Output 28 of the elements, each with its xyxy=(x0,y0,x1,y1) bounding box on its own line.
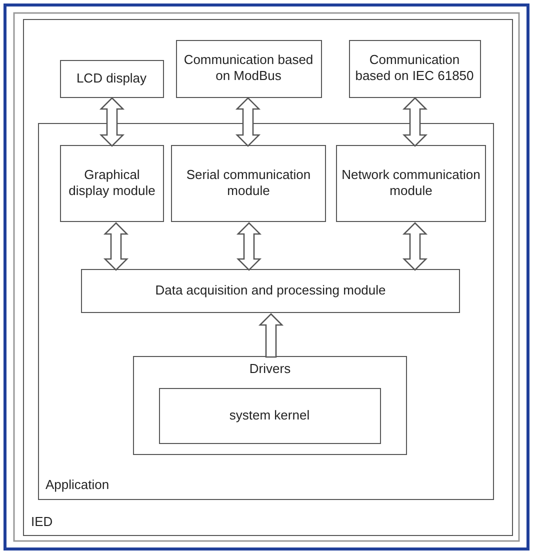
node-label: LCD display xyxy=(75,70,148,87)
process-box xyxy=(348,40,480,98)
process-box xyxy=(81,269,460,313)
process-box xyxy=(336,145,486,222)
node-label: IED xyxy=(31,514,53,531)
group-box xyxy=(38,122,494,500)
node-label: Communication based on IEC 61850 xyxy=(354,52,475,86)
node-label: Serial communication module xyxy=(185,166,312,200)
process-box xyxy=(60,145,164,222)
node-label: Application xyxy=(46,476,110,494)
arrow xyxy=(258,313,284,358)
double-arrow xyxy=(402,97,428,147)
double-arrow xyxy=(402,222,428,271)
process-box xyxy=(60,60,164,98)
double-arrow xyxy=(235,97,261,147)
double-arrow xyxy=(103,222,129,271)
node-label: Graphical display module xyxy=(68,166,156,200)
double-arrow xyxy=(236,222,262,271)
node-label: Data acquisition and processing module xyxy=(154,282,387,300)
node-label: Communication based on ModBus xyxy=(182,52,314,86)
process-box xyxy=(176,40,322,98)
node-label: Drivers xyxy=(249,361,291,378)
node-label: system kernel xyxy=(228,407,311,424)
process-box xyxy=(158,388,380,444)
double-arrow xyxy=(99,97,125,147)
process-box xyxy=(171,145,326,222)
node-label: Network communication module xyxy=(340,166,482,200)
group-box xyxy=(133,356,407,455)
